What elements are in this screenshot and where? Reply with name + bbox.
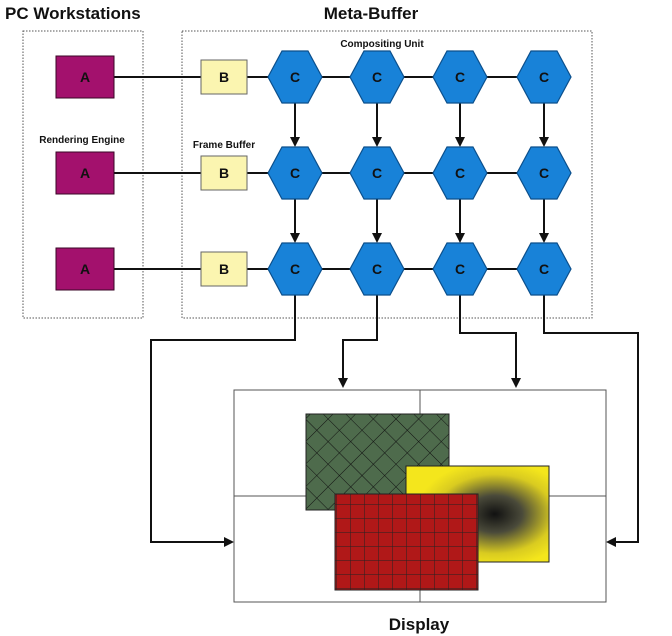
frame-buffer-node xyxy=(200,155,248,191)
meta-buffer-box xyxy=(181,30,593,319)
compositing-unit-node-label: C xyxy=(539,261,549,277)
compositing-unit-node xyxy=(432,146,488,200)
compositing-unit-node xyxy=(432,242,488,296)
rendering-engine-node xyxy=(55,55,115,99)
compositing-unit-node xyxy=(267,146,323,200)
compositing-unit-node-label: C xyxy=(290,165,300,181)
frame-buffer-node xyxy=(200,59,248,95)
compositing-unit-node xyxy=(432,50,488,104)
nodes: A B C C C C A B C C C C A B C C C C xyxy=(55,50,572,296)
compositing-unit-node xyxy=(267,242,323,296)
compositing-unit-node-label: C xyxy=(455,69,465,85)
frame-buffer-label: Frame Buffer xyxy=(193,140,255,151)
compositing-unit-node xyxy=(267,50,323,104)
compositing-unit-node xyxy=(349,146,405,200)
output-route-1 xyxy=(150,295,296,547)
output-route-2 xyxy=(338,295,378,388)
compositing-unit-node-label: C xyxy=(290,261,300,277)
output-route-4 xyxy=(543,295,639,547)
compositing-unit-node xyxy=(349,50,405,104)
frame-buffer-node-label: B xyxy=(219,261,229,277)
meta-buffer-title: Meta-Buffer xyxy=(324,4,419,23)
display-title: Display xyxy=(389,615,450,634)
rendering-engine-node-label: A xyxy=(80,69,90,85)
compositing-unit-node-label: C xyxy=(372,165,382,181)
pc-workstations-title: PC Workstations xyxy=(5,4,141,23)
compositing-unit-node-label: C xyxy=(539,69,549,85)
compositing-unit-node xyxy=(516,242,572,296)
red-grid-window xyxy=(334,493,479,591)
compositing-unit-node-label: C xyxy=(372,69,382,85)
compositing-unit-node-label: C xyxy=(455,261,465,277)
compositing-unit-node-label: C xyxy=(372,261,382,277)
compositing-unit-node-label: C xyxy=(290,69,300,85)
output-route-3 xyxy=(459,295,521,388)
rendering-engine-label: Rendering Engine xyxy=(39,135,125,146)
frame-buffer-node-label: B xyxy=(219,69,229,85)
rendering-engine-node xyxy=(55,151,115,195)
compositing-unit-node-label: C xyxy=(539,165,549,181)
rendering-engine-node-label: A xyxy=(80,261,90,277)
rendering-engine-node-label: A xyxy=(80,165,90,181)
compositing-unit-node xyxy=(349,242,405,296)
frame-buffer-node-label: B xyxy=(219,165,229,181)
compositing-unit-label: Compositing Unit xyxy=(340,39,424,50)
pc-workstations-box xyxy=(22,30,144,319)
compositing-unit-node xyxy=(516,146,572,200)
rendering-engine-node xyxy=(55,247,115,291)
compositing-unit-node xyxy=(516,50,572,104)
compositing-unit-node-label: C xyxy=(455,165,465,181)
display-panel xyxy=(233,389,607,603)
frame-buffer-node xyxy=(200,251,248,287)
